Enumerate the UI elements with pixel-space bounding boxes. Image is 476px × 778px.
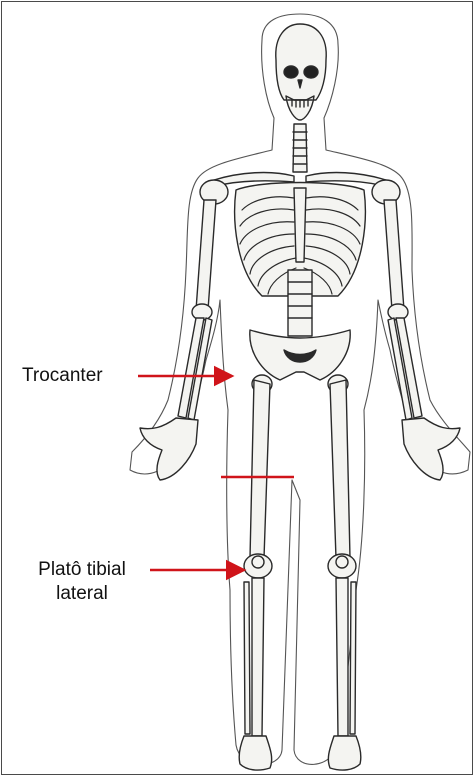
tibial-plateau-label-line1: Platô tibial (22, 558, 142, 582)
sternum (294, 188, 306, 262)
femur-right (330, 380, 350, 558)
tibia-left (252, 578, 264, 736)
lumbar-spine (288, 270, 312, 336)
patella-right (336, 556, 348, 568)
humerus-left (196, 200, 216, 310)
patella-left (252, 556, 264, 568)
foot-right (328, 736, 360, 770)
tibial-plateau-label: Platô tibial lateral (22, 558, 142, 606)
teeth (288, 100, 312, 107)
fibula-left (244, 582, 250, 734)
humerus-right (384, 200, 404, 310)
eye-socket-right (304, 66, 318, 78)
tibial-plateau-label-line2: lateral (22, 582, 142, 606)
fibula-right (350, 582, 356, 734)
hand-right (402, 418, 460, 480)
skull (276, 24, 326, 100)
trochanter-label: Trocanter (22, 364, 103, 388)
hand-left (140, 418, 198, 480)
eye-socket-left (284, 66, 298, 78)
femur-left (250, 380, 270, 558)
foot-left (239, 736, 271, 770)
tibia-right (336, 578, 348, 736)
